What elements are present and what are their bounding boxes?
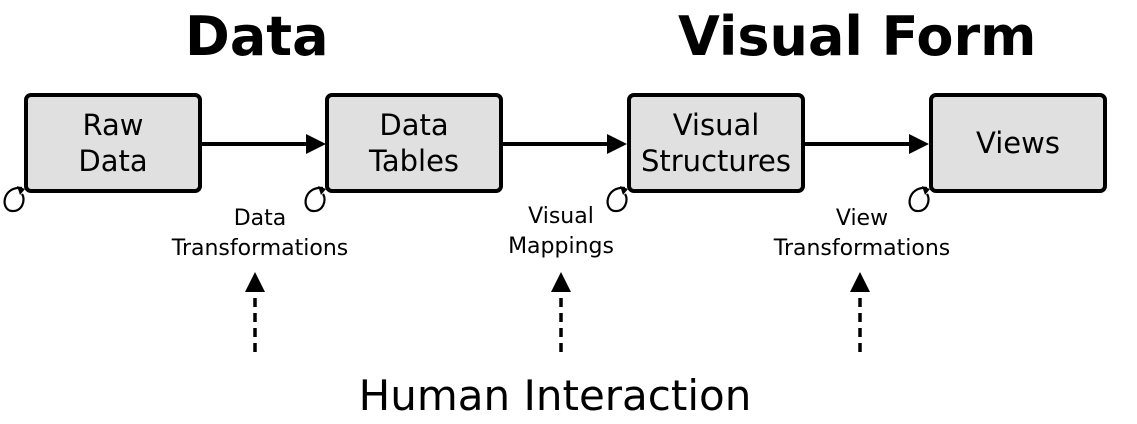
box-label-line1: Raw [82,108,144,142]
box-label-line1: Visual [672,108,760,142]
flow-arrow-tables-to-structures [503,134,627,154]
visual-form-heading: Visual Form [678,5,1037,68]
view-transformations-label: View Transformations [774,204,951,264]
data-transformations-label: Data Transformations [172,204,349,264]
label-line2: Transformations [773,236,951,261]
flow-arrow-structures-to-views [805,134,929,154]
interaction-arrow-data-transformations [245,272,265,352]
box-label-line1: Views [976,126,1060,160]
label-line1: View [835,206,889,231]
box-label-line2: Structures [640,144,791,178]
views-box: Views [929,93,1107,193]
interaction-arrow-visual-mappings [551,272,571,352]
visual-mappings-label: Visual Mappings [508,202,614,262]
label-line2: Transformations [171,236,349,261]
loop-icon-visual-structures [606,186,628,213]
loop-icon-views [908,186,930,213]
raw-data-box: Raw Data [24,93,202,193]
box-label-line2: Tables [368,144,460,178]
data-tables-box: Data Tables [325,93,503,193]
loop-icon-raw-data [3,186,25,213]
box-label-line2: Data [78,144,148,178]
data-heading: Data [185,5,329,68]
box-label-line1: Data [379,108,449,142]
label-line2: Mappings [508,234,614,259]
loop-icon-data-tables [304,186,326,213]
flow-arrow-raw-to-tables [202,134,326,154]
human-interaction-label: Human Interaction [358,371,752,420]
label-line1: Visual [528,204,594,229]
label-line1: Data [233,206,287,231]
visual-structures-box: Visual Structures [627,93,805,193]
interaction-arrow-view-transformations [850,272,870,352]
